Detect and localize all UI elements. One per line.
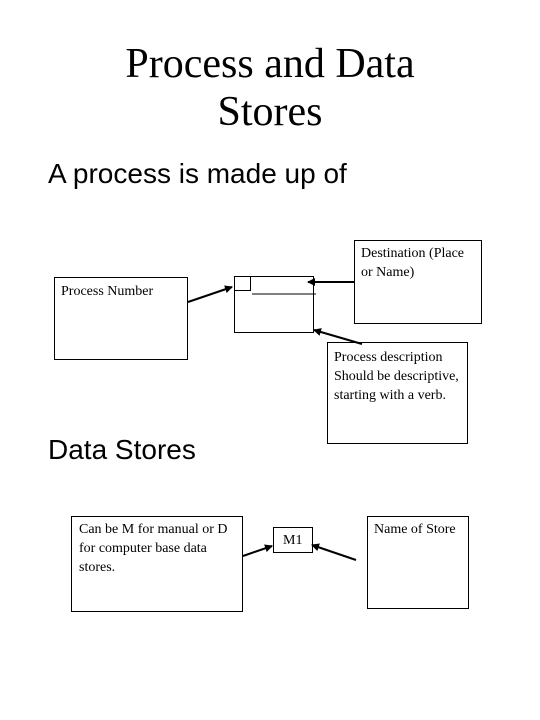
- destination-label: Destination (Place or Name): [361, 246, 465, 280]
- arrow-store-name: [311, 543, 357, 561]
- data-store-type-note: Can be M for manual or D for computer ba…: [79, 522, 228, 575]
- title-line-1: Process and Data: [125, 41, 415, 87]
- arrow-data-store-type: [242, 544, 273, 557]
- store-name-label: Name of Store: [374, 522, 456, 537]
- process-description-label: Process description Should be descriptiv…: [334, 350, 459, 403]
- data-store-symbol: M1: [273, 527, 313, 553]
- title-line-2: Stores: [217, 89, 323, 135]
- data-stores-heading: Data Stores: [48, 434, 196, 465]
- process-number-callout: Process Number: [54, 277, 188, 360]
- process-symbol: [234, 276, 314, 333]
- destination-callout: Destination (Place or Name): [354, 240, 482, 324]
- process-number-cell: [235, 277, 251, 291]
- arrow-process-number: [187, 285, 233, 303]
- page-title: Process and Data Stores: [0, 40, 540, 136]
- process-description-callout: Process description Should be descriptiv…: [327, 342, 468, 444]
- data-store-id: M1: [283, 533, 303, 548]
- process-number-label: Process Number: [61, 284, 154, 299]
- process-heading: A process is made up of: [48, 158, 347, 189]
- store-name-callout: Name of Store: [367, 516, 469, 609]
- data-store-type-callout: Can be M for manual or D for computer ba…: [71, 516, 243, 612]
